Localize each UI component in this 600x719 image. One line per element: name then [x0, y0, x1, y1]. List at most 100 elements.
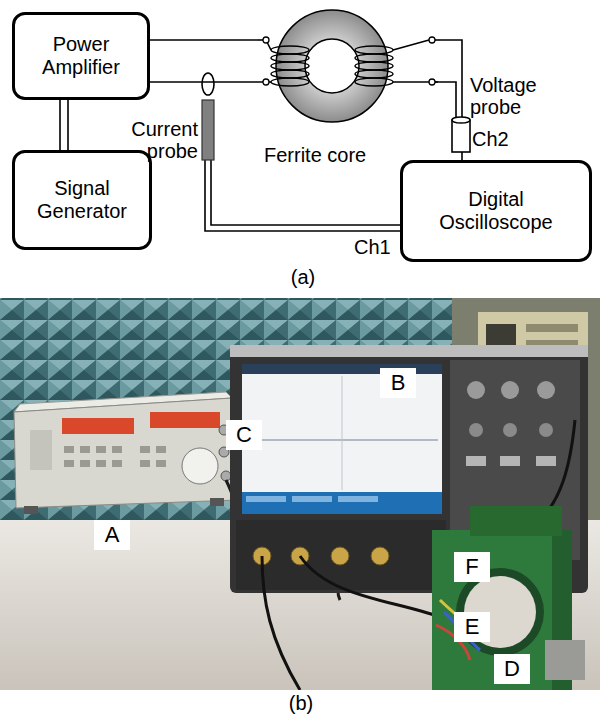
label-text: E [454, 615, 490, 639]
winding-turn [355, 46, 393, 54]
callout-letter: B [380, 368, 416, 398]
oscilloscope-device [536, 456, 556, 466]
coax-cable [211, 160, 400, 225]
signal-generator-device [96, 446, 106, 453]
winding-turn [271, 78, 309, 86]
ferrite-core-fixture [545, 640, 585, 680]
signal-generator-device [140, 446, 150, 453]
toroid-ring [276, 10, 388, 122]
process-box: Digital Oscilloscope [400, 160, 592, 262]
signal-generator-device [156, 446, 166, 453]
oscilloscope-device [242, 492, 442, 514]
voltage-probe-symbol [452, 117, 470, 152]
winding-lead [435, 39, 440, 41]
oscilloscope-device [500, 456, 520, 466]
oscilloscope-device [246, 496, 286, 502]
signal-generator-device [112, 446, 122, 453]
coax-cable [205, 160, 400, 231]
winding-turn [271, 46, 309, 54]
signal-generator-device [62, 418, 134, 434]
oscilloscope-device [503, 423, 517, 437]
oscilloscope-device [242, 364, 442, 514]
winding-turn [271, 54, 309, 62]
signal-generator-device [156, 460, 166, 467]
terminal-dot [429, 79, 435, 85]
signal-generator-device [14, 392, 238, 514]
oscilloscope-device [230, 345, 588, 357]
signal-generator-device [140, 460, 150, 467]
node-text: Signal Generator [29, 177, 135, 223]
winding-lead [258, 39, 263, 41]
winding-turn [355, 78, 393, 86]
subfigure-label: (a) [280, 266, 326, 288]
table-top [0, 520, 600, 690]
oscilloscope-device [501, 381, 519, 399]
callout-letter: F [454, 552, 490, 582]
subfigure-label: (b) [278, 692, 324, 714]
node-text: Digital Oscilloscope [417, 188, 575, 234]
signal-generator-device [24, 506, 38, 514]
oscilloscope-device [539, 423, 553, 437]
wire-connector [59, 100, 61, 150]
signal-generator-device [80, 460, 90, 467]
primary-wire [150, 81, 263, 83]
signal-generator-device [64, 460, 74, 467]
signal-generator-device [96, 460, 106, 467]
oscilloscope-device [469, 423, 483, 437]
callout-letter: E [454, 612, 490, 642]
label-text: Ch2 [472, 128, 518, 150]
label-text: Voltage probe [470, 74, 568, 118]
winding-turn [271, 70, 309, 78]
oscilloscope-device [292, 496, 332, 502]
signal-generator-device [150, 412, 220, 428]
winding-turn [355, 70, 393, 78]
label-text: F [454, 555, 490, 579]
label-text: D [494, 657, 530, 681]
oscilloscope-device [338, 496, 378, 502]
ferrite-core-fixture [432, 506, 585, 690]
secondary-wire [435, 82, 456, 120]
signal-generator-device [221, 471, 231, 481]
winding-turn [355, 54, 393, 62]
oscilloscope-device [537, 381, 555, 399]
probe-cable [300, 556, 448, 620]
node-text: Ferrite core [264, 144, 366, 167]
lab-photo [0, 298, 600, 690]
terminal-dot [429, 37, 435, 43]
current-probe-body [202, 100, 214, 160]
signal-generator-device [30, 430, 52, 470]
ferrite-core-node: Ferrite core [258, 8, 440, 171]
process-box: Signal Generator [12, 150, 152, 250]
oscilloscope-device [466, 456, 486, 466]
probe-label: Voltage probe [470, 74, 568, 118]
winding-turn [271, 62, 309, 70]
label-text: A [94, 523, 130, 547]
callout-letter: D [494, 654, 530, 684]
label-text: C [226, 423, 262, 447]
winding-lead [393, 40, 429, 50]
voltage-probe-symbol [452, 120, 470, 152]
label-text: (a) [280, 266, 326, 288]
label-text: Ch1 [354, 236, 400, 258]
label-text: (b) [278, 692, 324, 714]
signal-cable [67, 100, 69, 150]
oscilloscope-device [371, 547, 389, 565]
wire-connector [150, 39, 258, 41]
node-text: Power Amplifier [29, 33, 133, 79]
winding-turn [355, 62, 393, 70]
signal-generator-device [112, 460, 122, 467]
channel-label: Ch2 [472, 128, 518, 150]
probe-cable [262, 556, 300, 690]
callout-letter: C [226, 420, 262, 450]
label-text: B [380, 371, 416, 395]
signal-generator-device [14, 398, 238, 508]
equipment-rack [526, 324, 578, 332]
probe-cable [540, 420, 575, 520]
process-box: Power Amplifier [12, 12, 150, 100]
signal-generator-device [182, 448, 218, 484]
callout-letter: A [94, 520, 130, 550]
winding-lead [393, 81, 429, 83]
probe-label: Current probe [106, 118, 198, 162]
label-text: Current probe [106, 118, 198, 162]
